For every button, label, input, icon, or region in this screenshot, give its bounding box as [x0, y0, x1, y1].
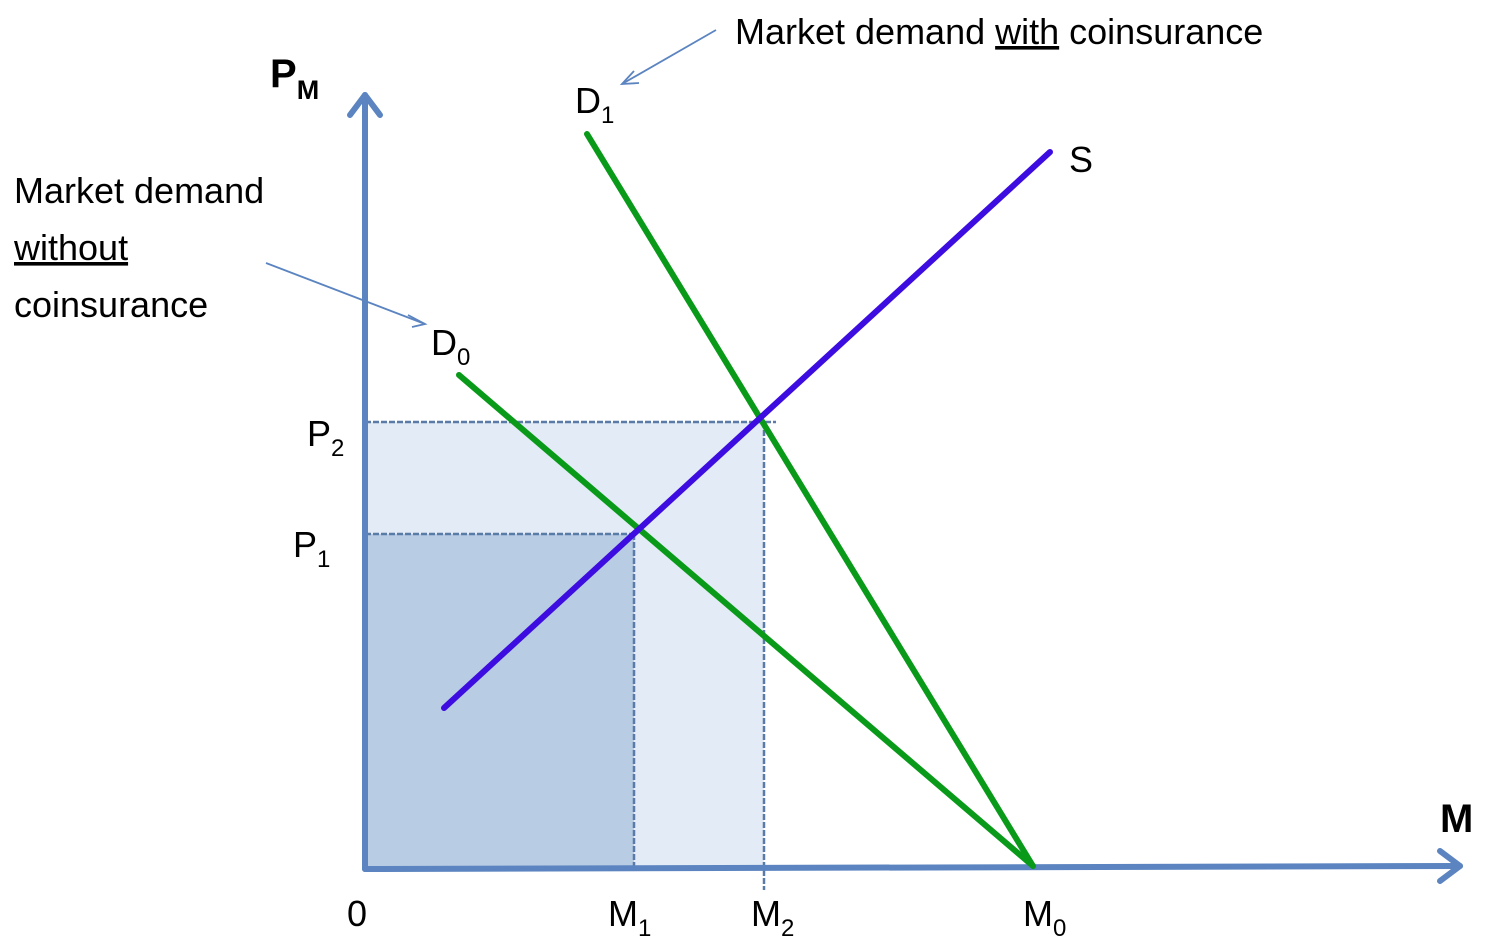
- d0-label: D0: [431, 322, 470, 371]
- annotation-without-coinsurance-line3: coinsurance: [14, 284, 208, 325]
- tick-label-m0: M0: [1023, 893, 1066, 940]
- supply-curve: [441, 149, 1053, 711]
- guide-lines: [365, 420, 776, 890]
- tick-label-p2: P2: [307, 413, 344, 462]
- axes: [347, 92, 1463, 884]
- annotation-with-coinsurance: Market demand with coinsurance: [735, 11, 1263, 52]
- arrow-to-d0-head: [407, 314, 428, 328]
- y-axis-arrowhead: [347, 92, 383, 118]
- expenditure-rect-without-coinsurance: [365, 534, 634, 869]
- arrow-to-d1-head: [619, 70, 640, 86]
- annotation-without-coinsurance-line2: without: [13, 227, 128, 268]
- x-axis: [362, 863, 1463, 872]
- arrow-to-d1: [621, 29, 717, 85]
- x-axis-arrowhead: [1437, 848, 1463, 884]
- tick-label-m1: M1: [608, 893, 651, 940]
- demand-curve-d0: [456, 372, 1036, 869]
- tick-label-p1: P1: [293, 524, 330, 573]
- x-axis-label: M: [1440, 797, 1473, 841]
- tick-label-m2: M2: [751, 893, 794, 940]
- y-axis-label: PM: [270, 52, 319, 105]
- arrow-to-d0: [265, 262, 426, 325]
- supply-label: S: [1069, 139, 1093, 180]
- annotation-without-coinsurance-line1: Market demand: [14, 170, 264, 211]
- annotation-arrows: [265, 29, 717, 328]
- demand-curve-d1: [584, 131, 1036, 869]
- d1-label: D1: [575, 80, 614, 129]
- origin-label: 0: [347, 893, 367, 934]
